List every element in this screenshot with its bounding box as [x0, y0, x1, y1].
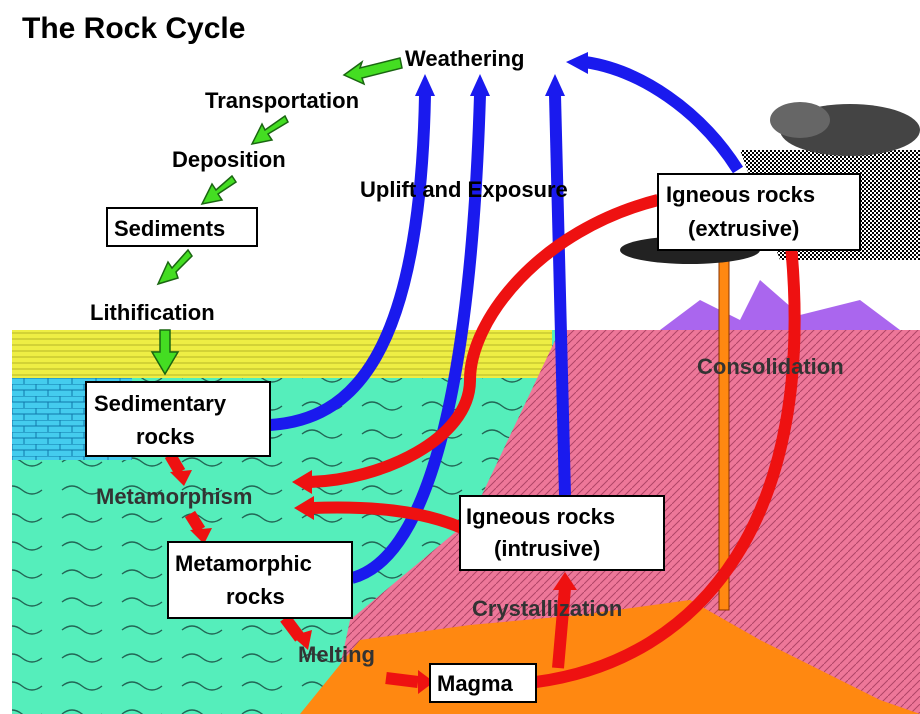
- deposition-label: Deposition: [172, 147, 286, 172]
- magma-box: Magma: [430, 664, 536, 702]
- uplift-label: Uplift and Exposure: [360, 177, 568, 202]
- crystallization-label: Crystallization: [472, 596, 622, 621]
- metamorphic-text-1: Metamorphic: [175, 551, 312, 576]
- igneous-ext-text-2: (extrusive): [688, 216, 799, 241]
- storm-cloud-puff: [770, 102, 830, 138]
- metamorphic-rocks-box: Metamorphic rocks: [168, 542, 352, 618]
- sedimentary-rocks-box: Sedimentary rocks: [86, 382, 270, 456]
- volcano-pipe: [719, 250, 729, 610]
- blue-head-4: [566, 52, 588, 74]
- sediments-text: Sediments: [114, 216, 225, 241]
- green-arrow-4: [158, 250, 192, 284]
- igneous-ext-text-1: Igneous rocks: [666, 182, 815, 207]
- igneous-int-text-2: (intrusive): [494, 536, 600, 561]
- lithification-label: Lithification: [90, 300, 215, 325]
- transportation-label: Transportation: [205, 88, 359, 113]
- sedimentary-text-2: rocks: [136, 424, 195, 449]
- igneous-int-text-1: Igneous rocks: [466, 504, 615, 529]
- weathering-label: Weathering: [405, 46, 524, 71]
- metamorphism-label: Metamorphism: [96, 484, 252, 509]
- red-arrow-meta-to-metarocks: [190, 514, 200, 530]
- melting-label: Melting: [298, 642, 375, 667]
- page-title: The Rock Cycle: [22, 12, 245, 45]
- green-arrow-1: [344, 58, 402, 84]
- green-arrow-3: [202, 176, 236, 204]
- blue-head-3: [545, 74, 565, 96]
- consolidation-label: Consolidation: [697, 354, 844, 379]
- metamorphic-text-2: rocks: [226, 584, 285, 609]
- magma-text: Magma: [437, 671, 514, 696]
- blue-arrow-extrusive: [585, 62, 738, 170]
- blue-head-1: [415, 74, 435, 96]
- sedimentary-text-1: Sedimentary: [94, 391, 227, 416]
- igneous-extrusive-box: Igneous rocks (extrusive): [658, 174, 860, 250]
- sediments-box: Sediments: [107, 208, 257, 246]
- green-arrow-2: [252, 116, 288, 144]
- red-arrow-melting-to-magma: [386, 678, 418, 682]
- mountain-right: [660, 280, 900, 330]
- igneous-intrusive-box: Igneous rocks (intrusive): [460, 496, 664, 570]
- blue-head-2: [470, 74, 490, 96]
